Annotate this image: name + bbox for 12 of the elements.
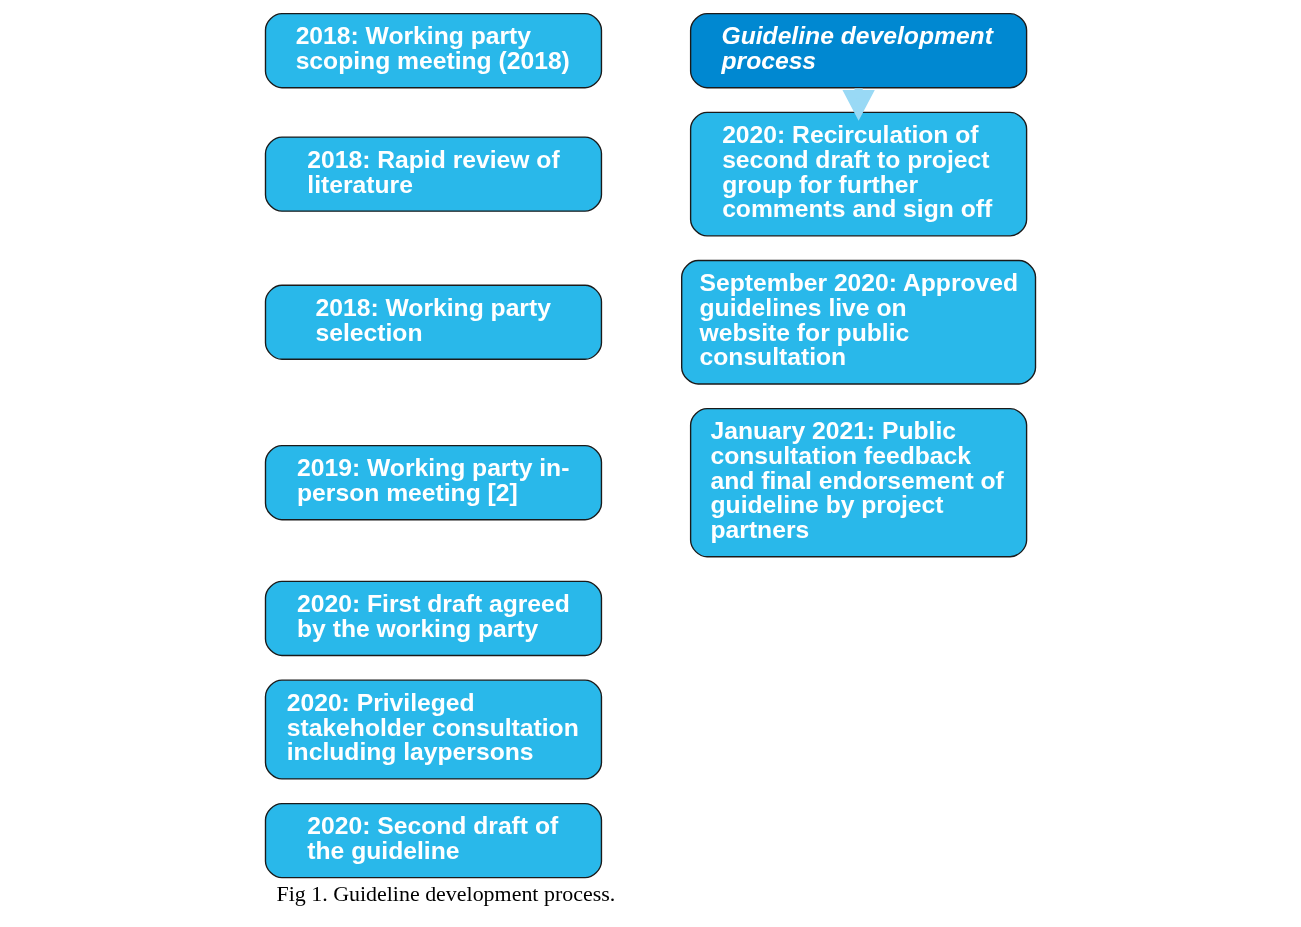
node-box: 2018: Working party scoping meeting (2018) <box>264 13 603 89</box>
node-box: 2018: Working party selection <box>264 284 603 360</box>
node-box: 2018: Rapid review of literature <box>264 136 603 212</box>
node-box: 2020: First draft agreed by the working party <box>264 580 603 657</box>
node-box: 2020: Recirculation of second draft to project group for further comments and sign off <box>689 111 1028 237</box>
node-box: January 2021: Public consultation feedback and final endorsement of guideline by project partners <box>689 407 1028 558</box>
node-box: 2020: Second draft of the guideline <box>264 802 603 879</box>
node-box: Guideline development process <box>689 13 1028 89</box>
node-box: 2020: Privileged stakeholder consultation including laypersons <box>264 679 603 780</box>
node-box: September 2020: Approved guidelines live on website for public consultation <box>681 259 1037 385</box>
node-box: 2019: Working party in-person meeting [2] <box>264 445 603 521</box>
caption: Fig 1. Guideline development process. <box>276 880 616 906</box>
